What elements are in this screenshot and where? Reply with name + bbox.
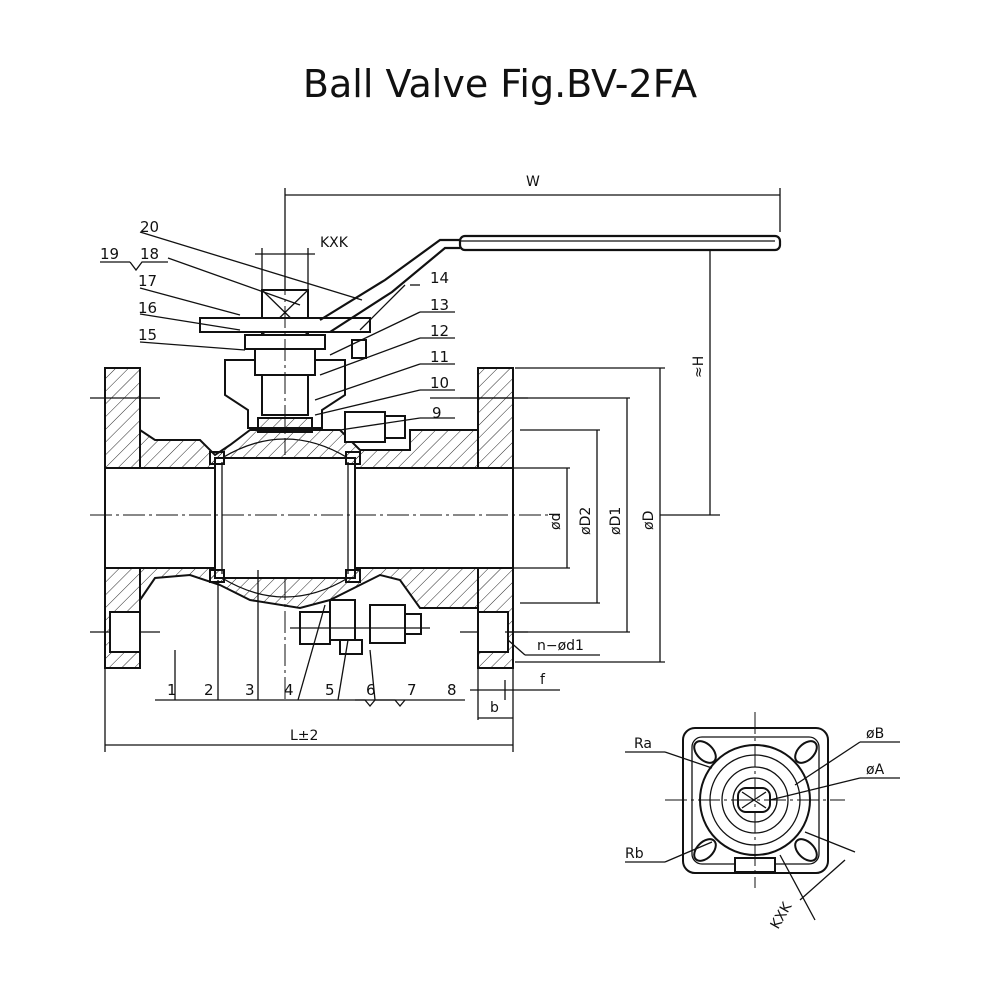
top-view-a: øA (866, 762, 885, 778)
page-title: Ball Valve Fig.BV-2FA (302, 62, 698, 106)
dim-n-d1: n−ød1 (537, 638, 584, 654)
part-label-15: 15 (138, 326, 157, 344)
part-label-18: 18 (140, 245, 159, 263)
bottom-bolts (290, 599, 430, 655)
top-view-ra: Ra (634, 736, 652, 752)
part-label-6: 6 (366, 681, 376, 699)
part-label-1: 1 (167, 681, 177, 699)
stem-bonnet (199, 240, 406, 700)
dim-d2: øD2 (578, 507, 594, 535)
part-label-16: 16 (138, 299, 157, 317)
part-label-20: 20 (140, 218, 159, 236)
part-labels: 1 2 3 4 5 6 7 8 9 10 11 12 13 14 15 16 1… (100, 218, 457, 699)
part-leaders (100, 231, 455, 701)
dim-w: W (526, 174, 540, 190)
dim-h: ≈H (691, 356, 707, 378)
part-label-19: 19 (100, 245, 119, 263)
dim-b: b (490, 700, 499, 716)
part-label-8: 8 (447, 681, 457, 699)
part-label-7: 7 (407, 681, 417, 699)
dim-L: L±2 (290, 728, 318, 744)
part-label-17: 17 (138, 272, 157, 290)
part-label-3: 3 (245, 681, 255, 699)
part-label-13: 13 (430, 296, 449, 314)
part-label-2: 2 (204, 681, 214, 699)
dim-kxk-top: KXK (320, 235, 349, 251)
dim-d1: øD1 (608, 507, 624, 535)
part-label-14: 14 (430, 269, 449, 287)
part-label-12: 12 (430, 322, 449, 340)
top-view (625, 712, 900, 921)
valve-body-section (90, 367, 560, 669)
part-label-5: 5 (325, 681, 335, 699)
top-view-rb: Rb (625, 846, 644, 862)
part-label-4: 4 (284, 681, 294, 699)
top-view-kxk: KXK (768, 899, 796, 932)
part-label-11: 11 (430, 348, 449, 366)
dimension-lines (104, 188, 781, 752)
part-label-10: 10 (430, 374, 449, 392)
dim-D: øD (641, 511, 657, 530)
dim-d: ød (548, 513, 564, 530)
dimension-labels: W KXK ≈H ød øD2 øD1 øD n−ød1 f b L±2 (290, 174, 707, 744)
part-label-9: 9 (432, 404, 442, 422)
ball (214, 457, 356, 579)
dim-f: f (540, 672, 546, 688)
top-view-b: øB (866, 726, 884, 742)
handle-lever (319, 234, 782, 333)
